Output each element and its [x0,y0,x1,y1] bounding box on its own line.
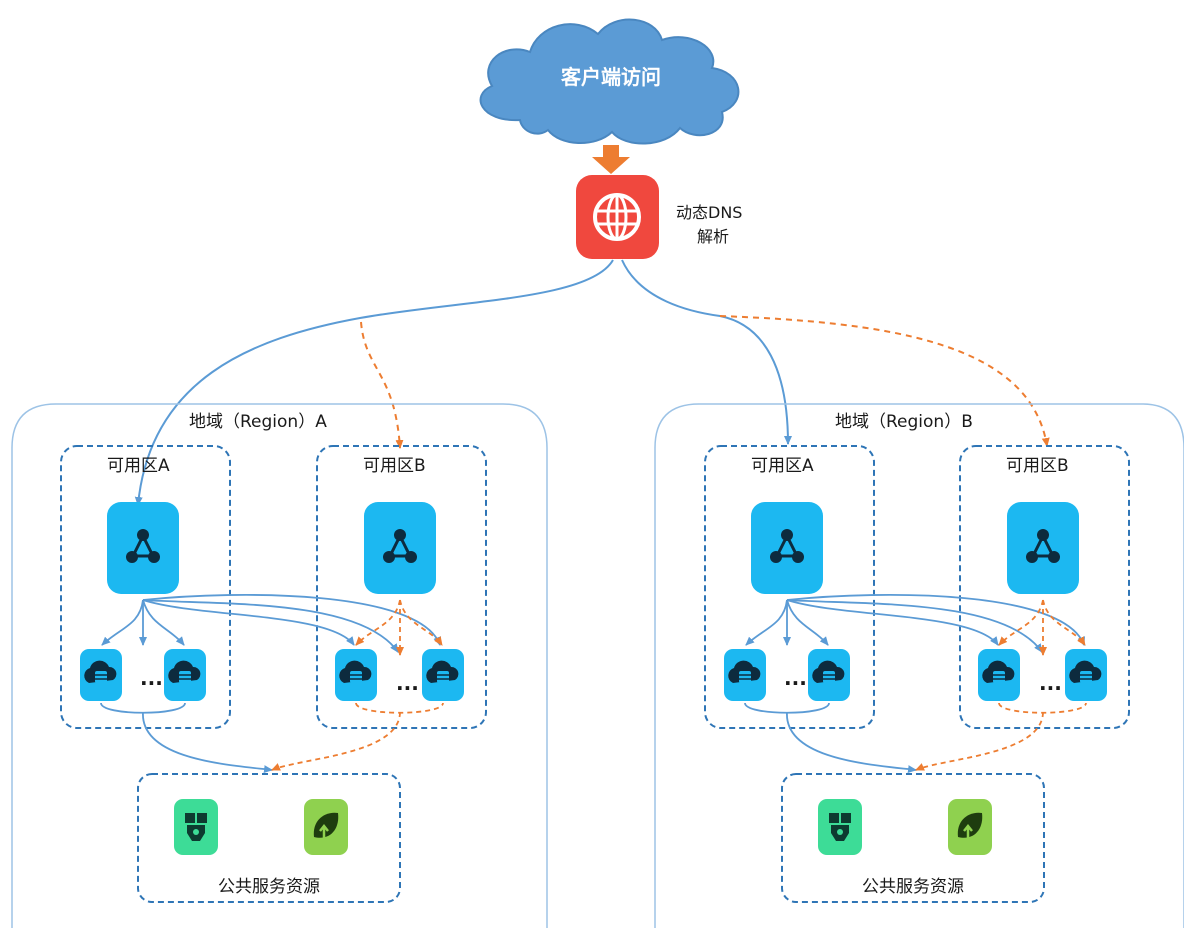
region-a: 地域（Region）A 可用区A 可用区B ... ... [11,403,548,928]
region-b-zone-b-backup-fanout [998,599,1086,656]
region-b-security-service-icon [818,799,862,855]
region-a-zone-b-ecs-1-icon [334,648,378,702]
region-a-zone-a-slb-icon [105,500,181,596]
region-b-zone-a-ecs-2-icon [807,648,851,702]
region-b-zone-a-ecs-1-icon [723,648,767,702]
region-a-zone-b-backup-fanout [355,599,443,656]
region-a-security-service-icon [174,799,218,855]
region-a-zone-a-ellipsis: ... [140,666,163,690]
region-b-zone-a-slb-icon [749,500,825,596]
globe-icon [593,193,641,241]
region-b-public-services [781,773,1045,903]
region-b-storage-service-icon [946,797,994,857]
region-a-zone-b-slb-icon [362,500,438,596]
region-b-zone-b [959,445,1130,729]
region-a-zone-a-label: 可用区A [107,456,170,476]
region-a-zone-b-ecs-2-icon [421,648,465,702]
region-a-zone-a-ecs-1-icon [79,648,123,702]
client-label: 客户端访问 [560,65,661,89]
region-b-slb-fanout [745,594,1085,653]
region-a-zone-b-label: 可用区B [363,456,426,476]
dns-label-line2: 解析 [697,227,729,246]
region-b-zone-b-ecs-2-icon [1064,648,1108,702]
cloud-to-dns-arrow [592,145,630,174]
region-b-zone-b-ecs-1-icon [977,648,1021,702]
region-b-zone-a-ellipsis: ... [784,666,807,690]
region-a-slb-fanout [101,594,441,653]
region-a-public-services [137,773,401,903]
region-a-label: 地域（Region）A [189,412,327,432]
primary-route-region-a [134,259,614,506]
region-b: 地域（Region）B 可用区A 可用区B ... ... [654,403,1184,928]
region-a-public-services-label: 公共服务资源 [218,877,320,897]
region-a-zone-a-ecs-2-icon [163,648,207,702]
region-b-to-public-lines [744,702,1087,774]
region-b-zone-b-ellipsis: ... [1039,671,1062,695]
region-a-to-public-lines [100,702,444,774]
dns-node: 动态DNS 解析 [576,175,742,259]
region-a-storage-service-icon [302,797,350,857]
cloud-shape [479,18,740,145]
region-a-zone-b-ellipsis: ... [396,671,419,695]
region-a-zone-b [316,445,487,729]
dns-routing-lines [134,259,1050,506]
region-b-zone-b-label: 可用区B [1006,456,1069,476]
region-b-zone-b-slb-icon [1005,500,1081,596]
dns-label-line1: 动态DNS [676,203,742,222]
region-a-border [11,403,548,928]
region-b-public-services-label: 公共服务资源 [862,877,964,897]
primary-route-region-b [621,259,792,445]
region-b-label: 地域（Region）B [835,412,973,432]
region-b-zone-a-label: 可用区A [751,456,814,476]
region-b-border [654,403,1184,928]
backup-route-region-a [360,321,404,449]
client-cloud: 客户端访问 [479,18,740,145]
